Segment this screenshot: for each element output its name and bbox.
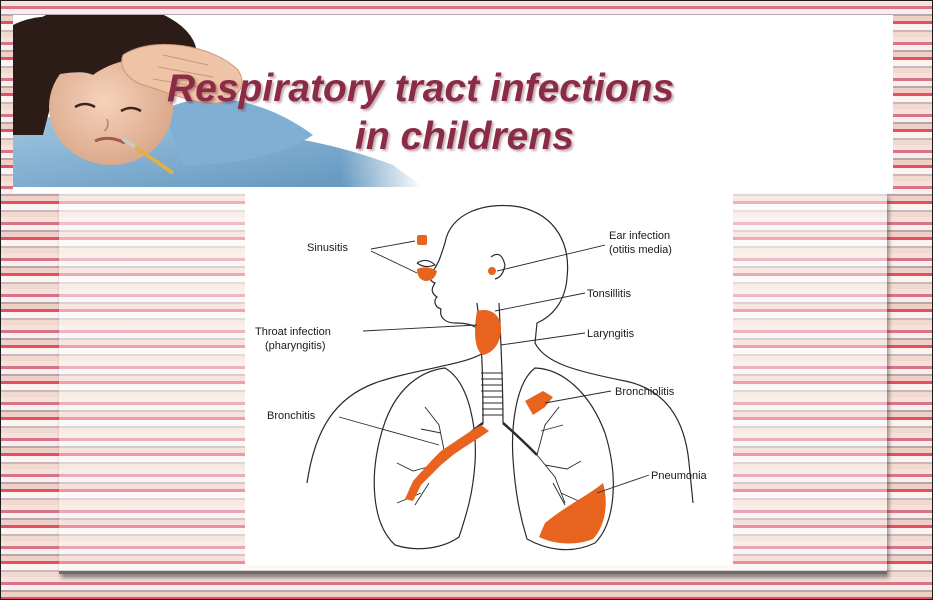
infection-highlights: [405, 235, 606, 543]
label-bronchitis: Bronchitis: [267, 410, 316, 422]
label-tonsillitis: Tonsillitis: [587, 288, 632, 300]
sinus-highlight-upper: [417, 235, 427, 245]
label-bronchiolitis: Bronchiolitis: [615, 386, 675, 398]
label-throat-infection: Throat infection: [255, 326, 331, 338]
label-sinusitis: Sinusitis: [307, 242, 348, 254]
bronchitis-highlight: [405, 459, 441, 501]
label-laryngitis: Laryngitis: [587, 328, 635, 340]
label-ear-infection: Ear infection: [609, 230, 670, 242]
label-pneumonia: Pneumonia: [651, 470, 708, 482]
pneumonia-highlight: [539, 483, 606, 543]
right-lung-outline: [374, 368, 475, 549]
throat-highlight: [475, 310, 501, 355]
sinus-highlight-lower: [417, 267, 437, 281]
bronchi-highlight: [433, 425, 489, 465]
ear-highlight: [488, 267, 496, 275]
respiratory-diagram-svg: Sinusitis Ear infection (otitis media) T…: [245, 193, 733, 565]
label-pharyngitis: (pharyngitis): [265, 340, 326, 352]
respiratory-diagram: Sinusitis Ear infection (otitis media) T…: [245, 193, 733, 565]
label-otitis-media: (otitis media): [609, 244, 672, 256]
slide-title-line-1: Respiratory tract infections: [167, 67, 674, 111]
slide-title-line-2: in childrens: [355, 115, 574, 159]
leader-lines: [339, 241, 649, 493]
bronchiolitis-highlight: [525, 391, 553, 415]
